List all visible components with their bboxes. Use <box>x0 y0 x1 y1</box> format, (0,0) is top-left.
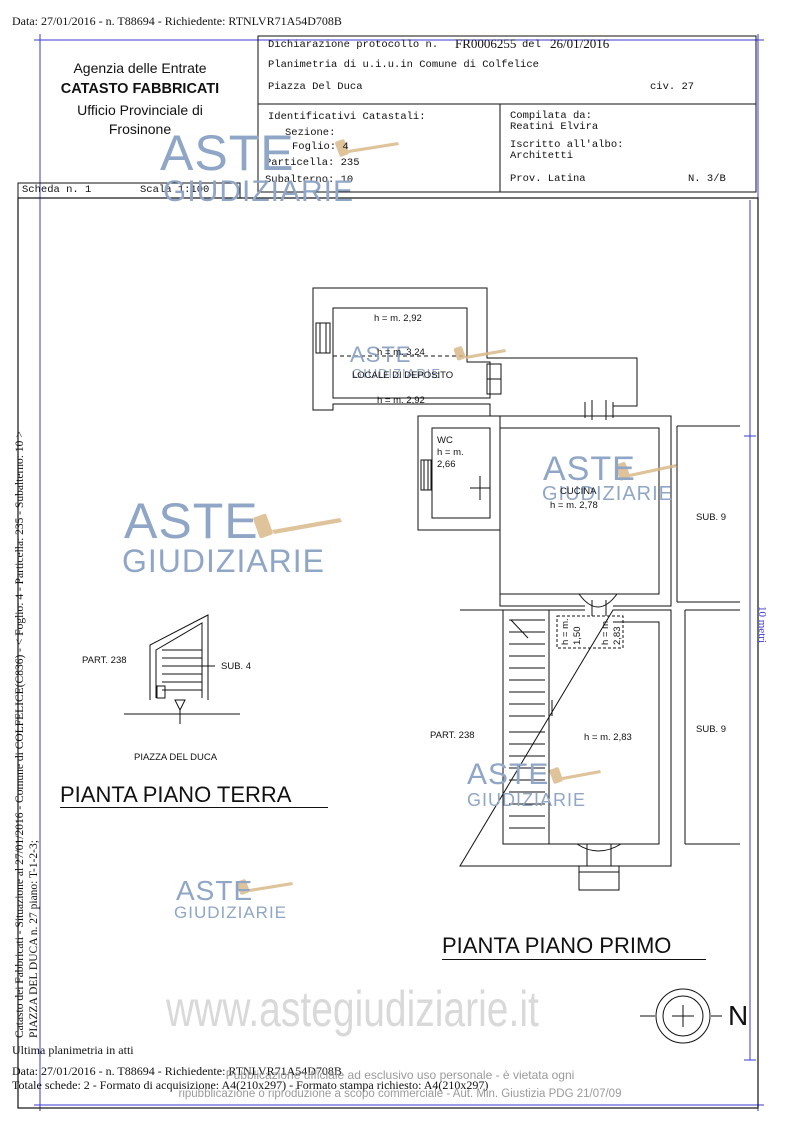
iscritto-label: Iscritto all'albo: <box>510 139 624 151</box>
watermark-aste: ASTE <box>176 875 254 906</box>
foglio: Foglio: 4 <box>292 141 349 153</box>
side-text-address: PIAZZA DEL DUCA n. 27 piano: T-1-2-3; <box>28 840 40 1038</box>
room-height: 1,50 <box>572 626 583 646</box>
footer-request-line: Data: 27/01/2016 - n. T88694 - Richieden… <box>12 1064 342 1078</box>
watermark-aste: ASTE <box>543 450 636 488</box>
title-piano-primo: PIANTA PIANO PRIMO <box>442 933 672 958</box>
room-height: h = m. <box>600 618 611 645</box>
watermark-note: ripubblicazione o riproduzione a scopo c… <box>178 1088 622 1100</box>
title-piano-terra: PIANTA PIANO TERRA <box>60 782 292 807</box>
address: Piazza Del Duca <box>268 81 363 93</box>
watermark-giudiziarie: GIUDIZIARIE <box>542 483 674 505</box>
room-name-deposito: LOCALE DI DEPOSITO <box>352 370 454 381</box>
section-sketch <box>124 614 240 724</box>
gavel-icons <box>236 139 677 895</box>
title-underline <box>60 807 328 808</box>
civic-number: civ. 27 <box>650 81 695 93</box>
street-label: PIAZZA DEL DUCA <box>134 752 218 763</box>
compilata-name: Reatini Elvira <box>510 121 599 133</box>
top-request-line: Data: 27/01/2016 - n. T88694 - Richieden… <box>12 14 342 28</box>
compilata-label: Compilata da: <box>510 110 592 122</box>
room-height: h = m. <box>437 447 464 458</box>
province: Prov. Latina <box>510 173 586 185</box>
main-frame <box>17 197 759 1109</box>
iscritto-value: Architetti <box>510 150 574 162</box>
neighbor-label: PART. 238 <box>82 655 127 666</box>
protocollo-number: FR0006255 <box>455 36 517 51</box>
room-height: 2,83 <box>612 626 623 646</box>
room-height: h = m. 3,24 <box>377 347 425 358</box>
room-height: h = m. 2,83 <box>584 732 632 743</box>
neighbor-label: PART. 238 <box>430 730 475 741</box>
watermark-aste: ASTE <box>467 758 550 791</box>
particella: Particella: 235 <box>265 157 360 169</box>
ultima-planimetria: Ultima planimetria in atti <box>12 1043 134 1057</box>
neighbor-label: SUB. 4 <box>221 661 252 672</box>
protocollo-date: 26/01/2016 <box>550 36 610 51</box>
del-label: del <box>522 39 541 51</box>
watermark-giudiziarie: GIUDIZIARIE <box>163 175 355 208</box>
agency-name: Agenzia delle Entrate <box>73 60 207 76</box>
watermark-aste: ASTE <box>160 125 295 181</box>
scheda-number: Scheda n. 1 <box>22 184 92 196</box>
watermark-url: www.astegiudiziarie.it <box>166 981 539 1037</box>
watermark-note: Pubblicazione ufficiale ad esclusivo uso… <box>225 1068 575 1082</box>
room-name-wc: WC <box>437 435 453 446</box>
watermark-giudiziarie: GIUDIZIARIE <box>467 790 587 810</box>
title-underline <box>442 959 706 960</box>
north-arrow-icon <box>640 988 722 1044</box>
watermark-aste: ASTE <box>124 493 259 549</box>
footer-format-line: Totale schede: 2 - Formato di acquisizio… <box>12 1078 489 1092</box>
registration-number: N. 3/B <box>688 173 726 185</box>
sezione: Sezione: <box>285 127 336 139</box>
subalterno: Subalterno: 10 <box>265 174 354 186</box>
header-box <box>17 35 757 199</box>
watermark-aste: ASTE <box>350 342 412 367</box>
room-height: 2,66 <box>437 459 456 470</box>
lower-plan <box>459 609 740 891</box>
side-text-catasto: Catasto dei Fabbricati - Situazione al 2… <box>14 431 26 1038</box>
room-height: h = m. 2,78 <box>550 500 598 511</box>
room-height: h = m. 2,92 <box>374 313 422 324</box>
watermark-giudiziarie: GIUDIZIARIE <box>352 366 442 381</box>
neighbor-label: SUB. 9 <box>696 724 727 735</box>
identificativi-label: Identificativi Catastali: <box>268 111 426 123</box>
planimetria-line: Planimetria di u.i.u.in Comune di Colfel… <box>268 59 539 71</box>
room-height: h = m. 2,92 <box>377 395 425 406</box>
neighbor-label: SUB. 9 <box>696 512 727 523</box>
watermark-giudiziarie: GIUDIZIARIE <box>174 903 288 922</box>
room-name-cucina: CUCINA <box>560 486 597 497</box>
agency-catasto: CATASTO FABBRICATI <box>60 81 220 97</box>
north-label: N <box>728 1000 749 1031</box>
scale: Scala 1:100 <box>140 184 210 196</box>
upper-plan <box>312 287 740 616</box>
agency-ufficio: Ufficio Provinciale di <box>77 102 203 118</box>
dichiarazione-label: Dichiarazione protocollo n. <box>268 39 439 51</box>
watermark-giudiziarie: GIUDIZIARIE <box>122 543 326 579</box>
room-height: h = m. <box>560 618 571 645</box>
agency-city: Frosinone <box>108 121 172 137</box>
scale-bar-label: 10 metri <box>756 606 768 643</box>
